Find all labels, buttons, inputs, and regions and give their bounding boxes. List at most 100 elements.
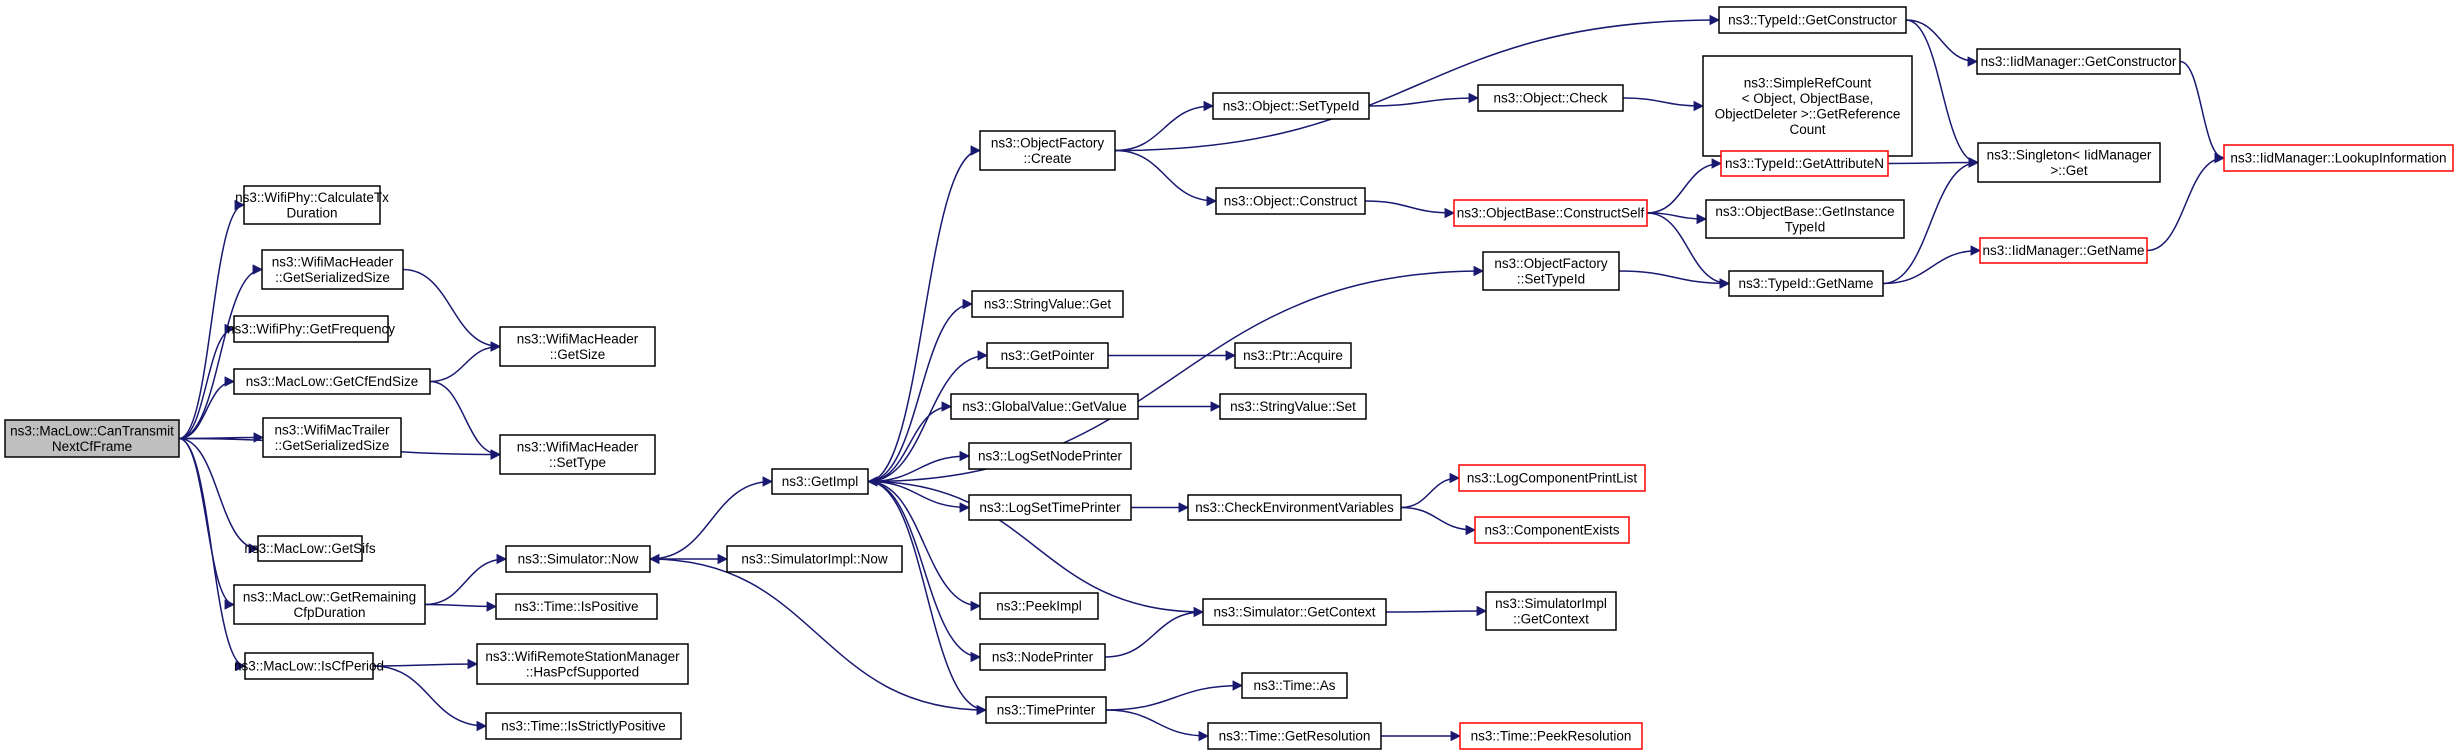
edge-arrow	[1882, 245, 1982, 285]
edge-can-transmit-to-is-cf-period	[178, 437, 247, 672]
node-peek-res[interactable]: ns3::Time::PeekResolution	[1459, 722, 1643, 750]
node-label: ::Create	[1023, 151, 1071, 166]
edge-get-impl-to-gv-get-value	[867, 401, 953, 483]
edge-arrow	[1882, 157, 1980, 285]
node-obj-construct[interactable]: ns3::Object::Construct	[1215, 187, 1366, 215]
node-box	[1241, 672, 1348, 699]
node-log-set-time[interactable]: ns3::LogSetTimePrinter	[968, 494, 1132, 521]
node-type-id-get-ctor[interactable]: ns3::TypeId::GetConstructor	[1718, 6, 1907, 34]
node-hdr-get-size[interactable]: ns3::WifiMacHeader::GetSize	[499, 326, 656, 367]
node-get-pointer[interactable]: ns3::GetPointer	[986, 342, 1109, 369]
node-peek-impl[interactable]: ns3::PeekImpl	[979, 592, 1099, 620]
edge-arrow	[178, 376, 236, 440]
node-obj-set-type-id[interactable]: ns3::Object::SetTypeId	[1212, 92, 1370, 120]
edge-arrow	[1114, 14, 1721, 152]
node-sim-now[interactable]: ns3::Simulator::Now	[505, 545, 651, 573]
node-box	[979, 643, 1106, 671]
edge-sim-now-to-get-impl	[649, 476, 774, 560]
node-comp-exists[interactable]: ns3::ComponentExists	[1474, 516, 1630, 544]
node-box	[979, 130, 1116, 171]
edges-layer	[178, 14, 2226, 742]
node-ptr-acquire[interactable]: ns3::Ptr::Acquire	[1234, 342, 1352, 369]
node-cf-end-size[interactable]: ns3::MacLow::GetCfEndSize	[233, 368, 431, 395]
node-type-id-get-name[interactable]: ns3::TypeId::GetName	[1728, 270, 1884, 297]
node-node-printer[interactable]: ns3::NodePrinter	[979, 643, 1106, 671]
edge-type-id-get-ctor-to-iid-get-ctor	[1905, 19, 1979, 67]
edge-arrow	[1905, 19, 1979, 67]
edge-arrow	[1368, 92, 1480, 107]
node-get-sifs[interactable]: ns3::MacLow::GetSifs	[244, 535, 376, 562]
edge-is-cf-period-to-has-pcf	[372, 658, 479, 670]
edge-iid-get-ctor-to-iid-lookup	[2179, 60, 2226, 164]
node-iid-get-name[interactable]: ns3::IidManager::GetName	[1979, 237, 2148, 264]
edge-arrow	[867, 145, 982, 483]
edge-can-transmit-to-hdr-ser-size	[178, 264, 264, 440]
node-label: ns3::TypeId::GetAttributeN	[1725, 156, 1884, 171]
node-sim-impl-now[interactable]: ns3::SimulatorImpl::Now	[726, 545, 903, 573]
edge-get-impl-to-log-set-node	[867, 450, 971, 483]
node-log-comp-print[interactable]: ns3::LogComponentPrintList	[1458, 464, 1646, 492]
node-is-strictly-pos[interactable]: ns3::Time::IsStrictlyPositive	[485, 712, 682, 740]
node-label: < Object, ObjectBase,	[1742, 91, 1874, 106]
edge-get-impl-to-obj-fact-create	[867, 145, 982, 483]
node-label: ::GetSerializedSize	[275, 270, 390, 285]
node-obj-base-construct[interactable]: ns3::ObjectBase::ConstructSelf	[1453, 199, 1648, 227]
node-str-val-get[interactable]: ns3::StringValue::Get	[971, 290, 1124, 318]
node-box	[1207, 722, 1382, 750]
node-str-val-set[interactable]: ns3::StringValue::Set	[1219, 393, 1367, 420]
node-simple-ref-count[interactable]: ns3::SimpleRefCount< Object, ObjectBase,…	[1702, 55, 1913, 157]
node-box	[1702, 55, 1913, 157]
node-label: ns3::TypeId::GetConstructor	[1728, 13, 1897, 28]
node-sim-impl-get-ctx[interactable]: ns3::SimulatorImpl::GetContext	[1485, 591, 1617, 631]
node-singleton-get[interactable]: ns3::Singleton< IidManager>::Get	[1977, 142, 2161, 183]
node-hdr-set-type[interactable]: ns3::WifiMacHeader::SetType	[499, 434, 656, 475]
node-obj-check[interactable]: ns3::Object::Check	[1477, 84, 1624, 112]
node-box	[244, 652, 374, 680]
node-type-id-get-attr[interactable]: ns3::TypeId::GetAttributeN	[1720, 150, 1889, 177]
node-obj-fact-set-type-id[interactable]: ns3::ObjectFactory::SetTypeId	[1482, 251, 1620, 291]
node-gv-get-value[interactable]: ns3::GlobalValue::GetValue	[950, 393, 1139, 420]
node-time-printer[interactable]: ns3::TimePrinter	[985, 696, 1107, 724]
node-trailer-ser[interactable]: ns3::WifiMacTrailer::GetSerializedSize	[262, 417, 402, 458]
node-box	[1458, 464, 1646, 492]
node-label: ns3::MacLow::GetCfEndSize	[246, 374, 419, 389]
node-log-set-node[interactable]: ns3::LogSetNodePrinter	[968, 442, 1132, 470]
node-obj-fact-create[interactable]: ns3::ObjectFactory::Create	[979, 130, 1116, 171]
node-box	[233, 368, 431, 395]
node-iid-get-ctor[interactable]: ns3::IidManager::GetConstructor	[1976, 48, 2181, 75]
node-is-cf-period[interactable]: ns3::MacLow::IsCfPeriod	[234, 652, 384, 680]
node-has-pcf[interactable]: ns3::WifiRemoteStationManager::HasPcfSup…	[476, 643, 689, 685]
node-iid-lookup[interactable]: ns3::IidManager::LookupInformation	[2223, 144, 2454, 172]
edge-obj-construct-to-obj-base-construct	[1364, 200, 1456, 219]
node-time-get-res[interactable]: ns3::Time::GetResolution	[1207, 722, 1382, 750]
edge-arrow	[424, 553, 508, 606]
node-label: ns3::WifiRemoteStationManager	[485, 649, 680, 664]
edge-iid-get-name-to-iid-lookup	[2146, 152, 2226, 252]
node-label: ns3::ObjectFactory	[991, 135, 1105, 150]
node-label: ns3::SimulatorImpl::Now	[741, 552, 888, 567]
node-sim-get-context[interactable]: ns3::Simulator::GetContext	[1202, 598, 1387, 626]
node-label: ObjectDeleter >::GetReference	[1715, 106, 1901, 121]
node-check-env[interactable]: ns3::CheckEnvironmentVariables	[1187, 494, 1402, 521]
node-box	[1234, 342, 1352, 369]
node-time-is-positive[interactable]: ns3::Time::IsPositive	[495, 593, 658, 620]
node-box	[499, 326, 656, 367]
node-label: ns3::GetImpl	[782, 474, 859, 489]
node-get-impl[interactable]: ns3::GetImpl	[771, 468, 869, 495]
node-hdr-ser-size[interactable]: ns3::WifiMacHeader::GetSerializedSize	[261, 249, 404, 290]
node-box	[971, 290, 1124, 318]
node-label: ns3::Time::IsPositive	[514, 599, 638, 614]
node-box	[1219, 393, 1367, 420]
edge-arrow	[372, 665, 488, 732]
edge-time-printer-to-time-as	[1105, 680, 1244, 711]
node-label: TypeId	[1785, 219, 1826, 234]
node-get-freq[interactable]: ns3::WifiPhy::GetFrequency	[227, 315, 395, 343]
node-label: ns3::Time::GetResolution	[1219, 729, 1371, 744]
node-time-as[interactable]: ns3::Time::As	[1241, 672, 1348, 699]
edge-arrow	[178, 323, 236, 440]
node-box	[1453, 199, 1648, 227]
